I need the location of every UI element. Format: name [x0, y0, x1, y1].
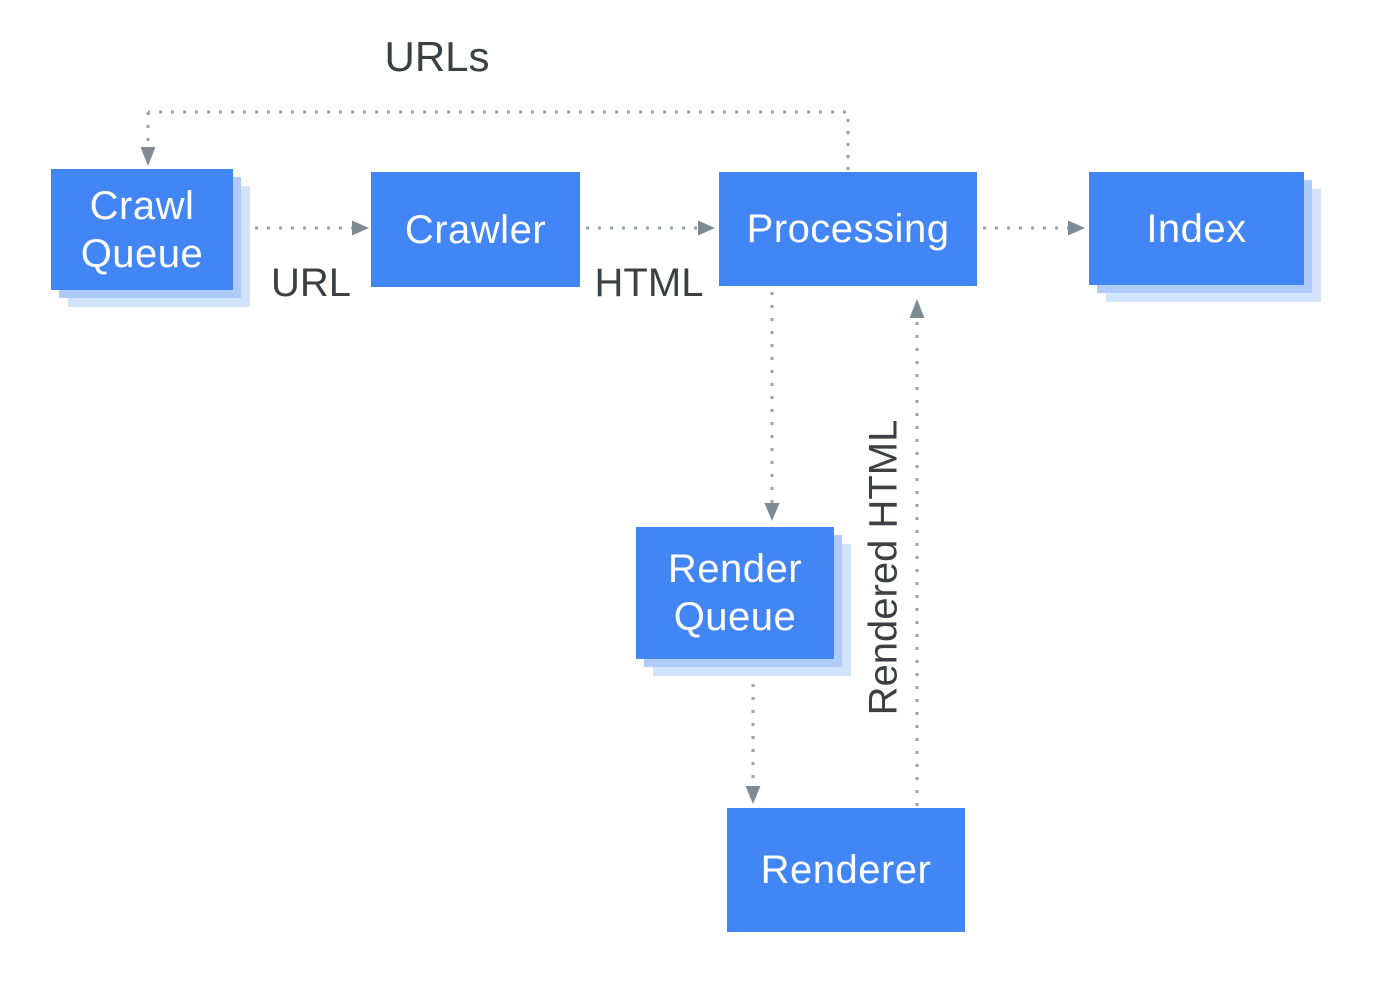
node-render-queue: Render Queue [636, 527, 834, 659]
node-crawl-queue: Crawl Queue [51, 169, 233, 290]
node-render-queue-label: Render Queue [667, 547, 803, 639]
node-crawler-label: Crawler [404, 207, 547, 252]
node-crawl-queue-label: Crawl Queue [80, 183, 204, 276]
edge-processing-to-crawl-queue [140, 110, 850, 170]
edge-label-urls: URLs [384, 33, 490, 80]
node-processing-label: Processing [746, 207, 950, 251]
node-processing: Processing [719, 172, 977, 286]
node-index: Index [1089, 172, 1304, 285]
node-crawler: Crawler [371, 172, 580, 287]
edge-crawl-queue-to-crawler [255, 220, 369, 236]
edge-render-queue-to-renderer [745, 684, 761, 804]
edge-label-rendered-html: Rendered HTML [861, 419, 906, 716]
node-renderer: Renderer [727, 808, 965, 932]
edge-crawler-to-processing [586, 220, 715, 236]
edge-processing-to-render-queue [764, 292, 780, 521]
edge-renderer-to-processing [909, 299, 925, 806]
edge-processing-to-index [983, 220, 1085, 236]
node-index-label: Index [1146, 206, 1247, 251]
edge-label-html: HTML [594, 261, 704, 305]
node-renderer-label: Renderer [760, 848, 932, 892]
edge-label-url: URL [270, 261, 352, 305]
